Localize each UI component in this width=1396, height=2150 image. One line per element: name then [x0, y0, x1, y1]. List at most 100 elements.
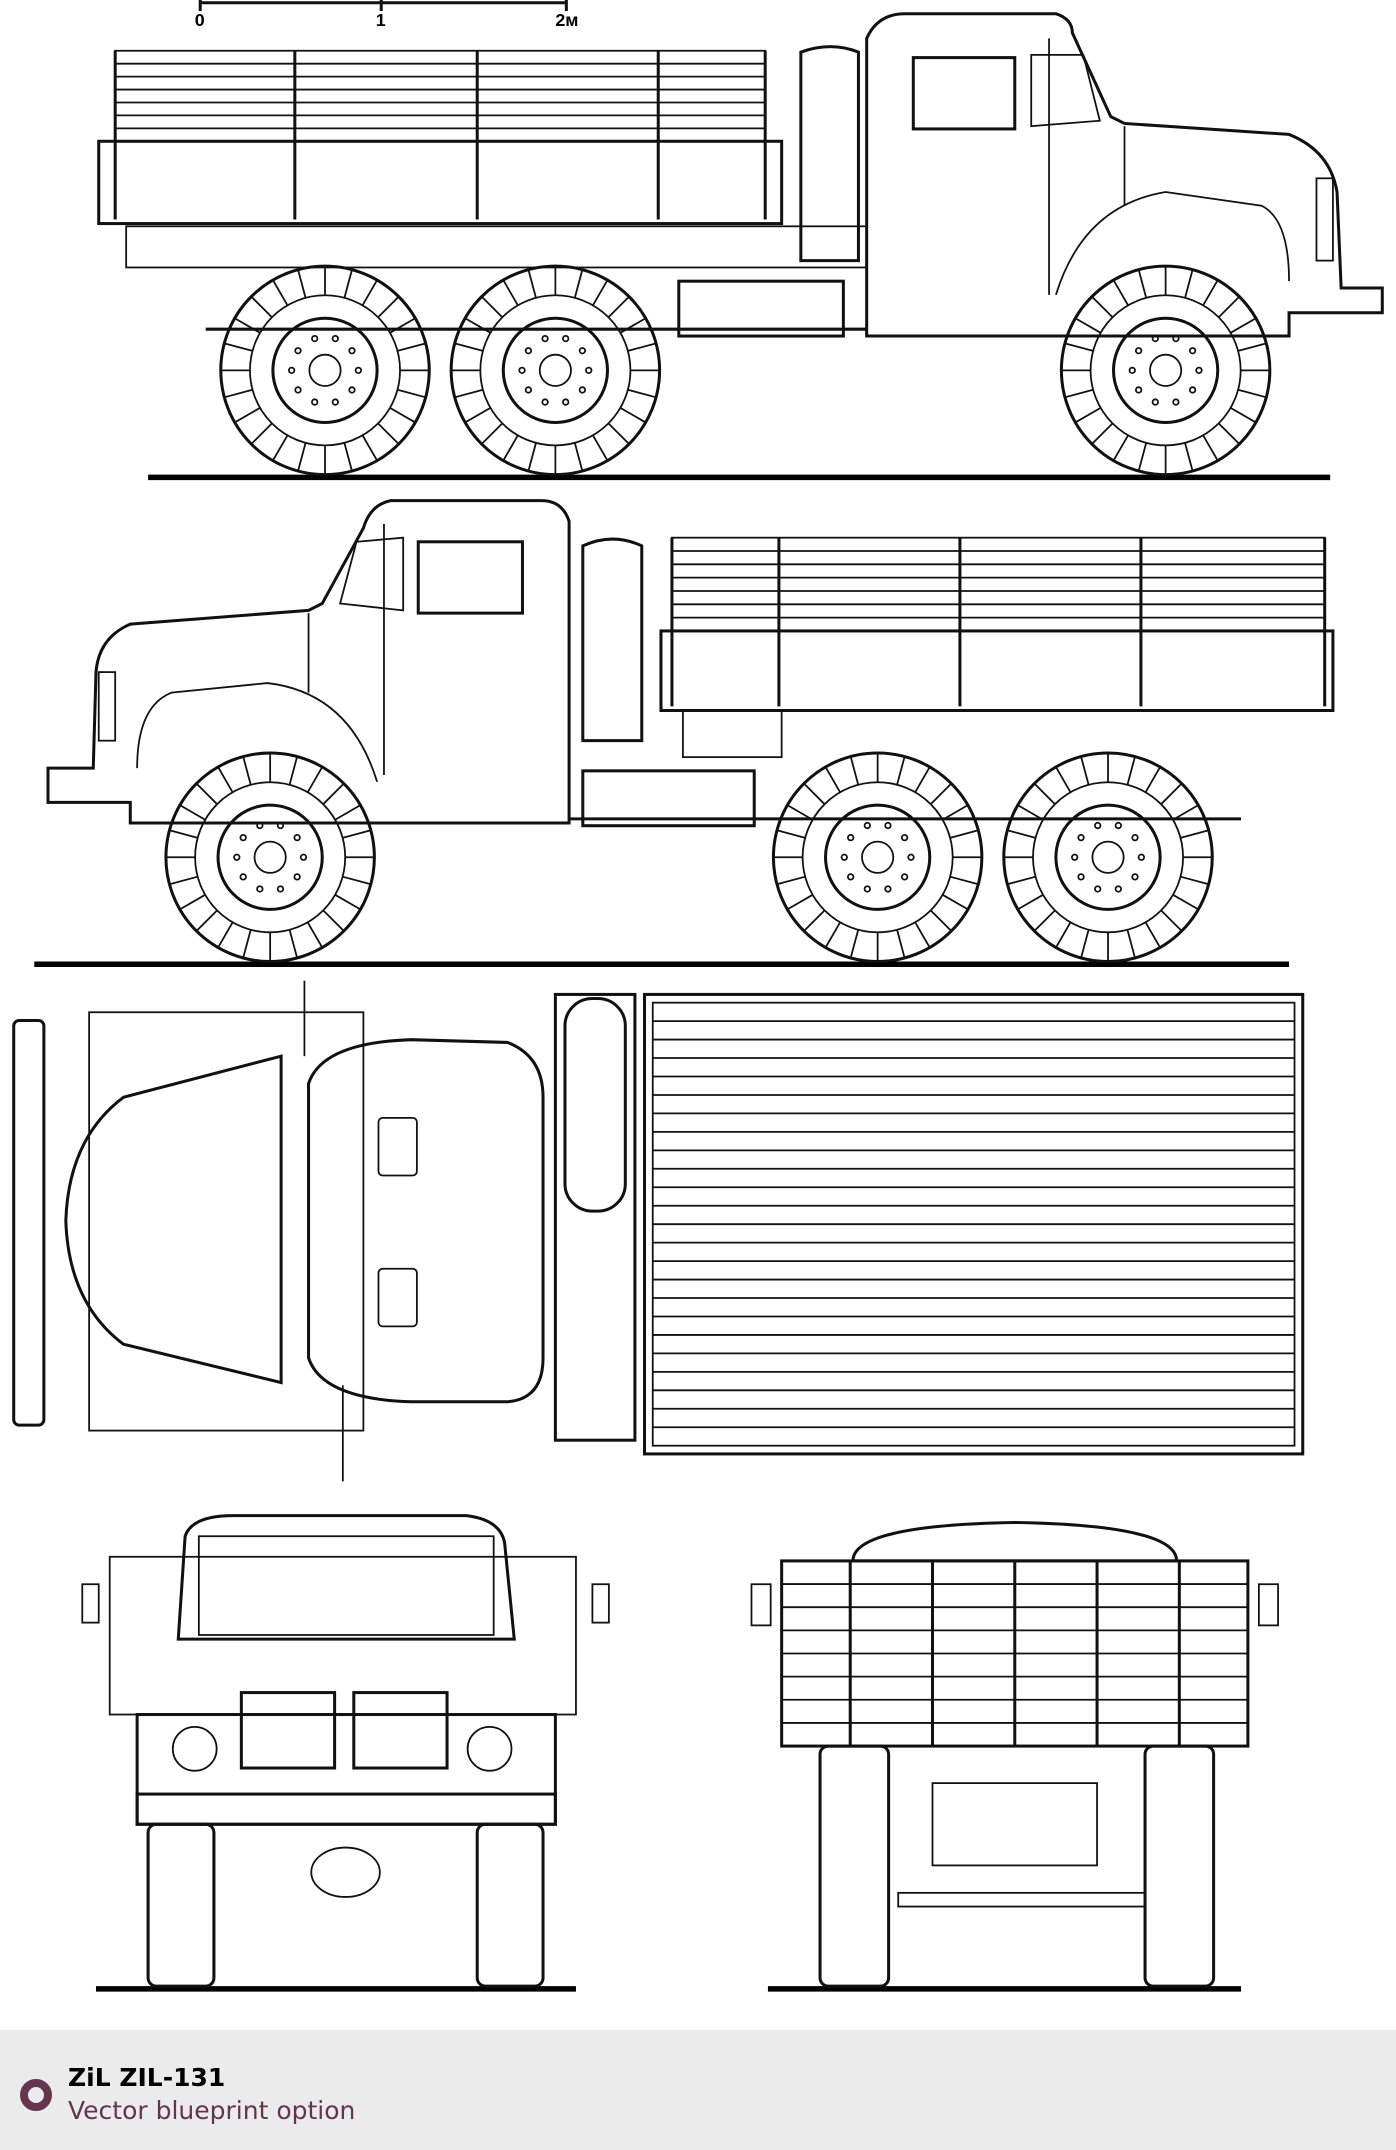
wheel-nut [884, 885, 892, 893]
tire-tread [573, 269, 584, 299]
tire-tread [1202, 279, 1219, 306]
wheel-nut [863, 821, 871, 830]
tire-tread [627, 342, 657, 352]
wheel-nut [294, 347, 302, 355]
tire-tread [607, 422, 630, 445]
wheel-rim [1054, 803, 1162, 911]
tire-tread [930, 909, 952, 932]
tire-tread [1172, 894, 1199, 911]
tire-tread [949, 829, 979, 839]
blueprint-drawing: 0 1 2м [12, 0, 1384, 1992]
wheel-nut [1094, 885, 1102, 893]
tire-tread [527, 442, 537, 472]
tire-tread [481, 295, 503, 318]
tire-tread [1237, 388, 1267, 399]
tire-tread [1218, 295, 1240, 318]
scale-label-2: 2м [555, 10, 578, 30]
wheel-nut [1151, 398, 1159, 406]
tire-tread [377, 422, 400, 445]
wheel-nut [1188, 386, 1197, 394]
wheel-nut [256, 821, 264, 830]
tire-tread [297, 269, 307, 299]
tire-tread [179, 894, 206, 911]
scale-bar: 0 1 2м [195, 0, 578, 30]
tire-tread [397, 388, 426, 399]
wheel-nut [907, 853, 915, 861]
tire-tread [1230, 317, 1257, 334]
tire-tread [1137, 269, 1148, 299]
tire-tread [322, 909, 345, 932]
tire-tread [464, 317, 491, 334]
wheel-nut [1137, 853, 1146, 861]
tire-tread [849, 929, 860, 959]
tire-tread [389, 317, 416, 334]
wheel-nut [1114, 885, 1122, 893]
tire-tread [1112, 279, 1129, 306]
wheel-hub [1091, 840, 1125, 874]
wheel-nut [239, 873, 247, 881]
tire-tread [334, 804, 361, 821]
wheel-nut [1114, 821, 1122, 830]
tire-tread [1091, 422, 1114, 445]
wheel-hub [308, 353, 342, 387]
wheel-nut [331, 398, 339, 406]
tire-tread [389, 407, 416, 424]
wheel-nut [578, 386, 586, 394]
tire-tread [949, 875, 979, 886]
wheel-nut [518, 366, 526, 374]
scale-label-1: 1 [376, 10, 386, 30]
tire-tread [1055, 921, 1072, 948]
tire-tread [1017, 804, 1044, 821]
wheel-rim [501, 316, 610, 424]
tire-tread [1080, 756, 1090, 785]
ring-bullet-icon [20, 2079, 52, 2111]
tire-tread [306, 766, 324, 793]
side-view-left [97, 12, 1384, 481]
tire-tread [288, 929, 298, 959]
wheel-nut [1094, 821, 1102, 830]
tire-tread [361, 434, 378, 462]
tire-tread [803, 909, 826, 932]
wheel-nut [847, 834, 855, 842]
wheel-rim [216, 803, 324, 911]
tire-tread [942, 894, 969, 911]
tire-tread [942, 804, 969, 821]
tire-tread [776, 829, 806, 839]
wheel-nut [541, 334, 549, 343]
wheel-nut [900, 873, 909, 881]
tire-tread [1126, 756, 1136, 785]
tire-tread [242, 929, 252, 959]
wheel-nut [288, 366, 296, 374]
tire-tread [786, 804, 814, 821]
tire-tread [592, 279, 609, 306]
tire-tread [1080, 929, 1090, 959]
tire-tread [896, 929, 906, 959]
tire-tread [1237, 342, 1267, 352]
side-view-right [34, 499, 1335, 967]
tire-tread [343, 442, 353, 472]
tire-tread [250, 295, 273, 318]
tire-tread [169, 875, 198, 886]
tire-tread [195, 782, 218, 805]
tire-tread [217, 766, 234, 793]
wheel-nut [847, 873, 855, 881]
wheel-nut [311, 398, 319, 406]
rear-view [750, 1520, 1279, 1992]
tire-tread [1033, 782, 1056, 805]
top-view [12, 980, 1305, 1482]
wheel-nut [1077, 873, 1085, 881]
tire-tread [776, 875, 806, 886]
tire-tread [361, 279, 378, 306]
tire-tread [824, 921, 841, 948]
wheel-nut [1195, 366, 1203, 374]
wheel-nut [348, 386, 356, 394]
tire-tread [786, 894, 814, 911]
wheel-rim [824, 803, 932, 911]
tire-tread [527, 269, 537, 299]
tire-tread [619, 407, 647, 424]
tire-tread [1055, 766, 1072, 793]
wheel-nut [276, 821, 285, 830]
tire-tread [334, 894, 361, 911]
wheel-rim [271, 316, 379, 424]
wheel-nut [293, 834, 301, 842]
